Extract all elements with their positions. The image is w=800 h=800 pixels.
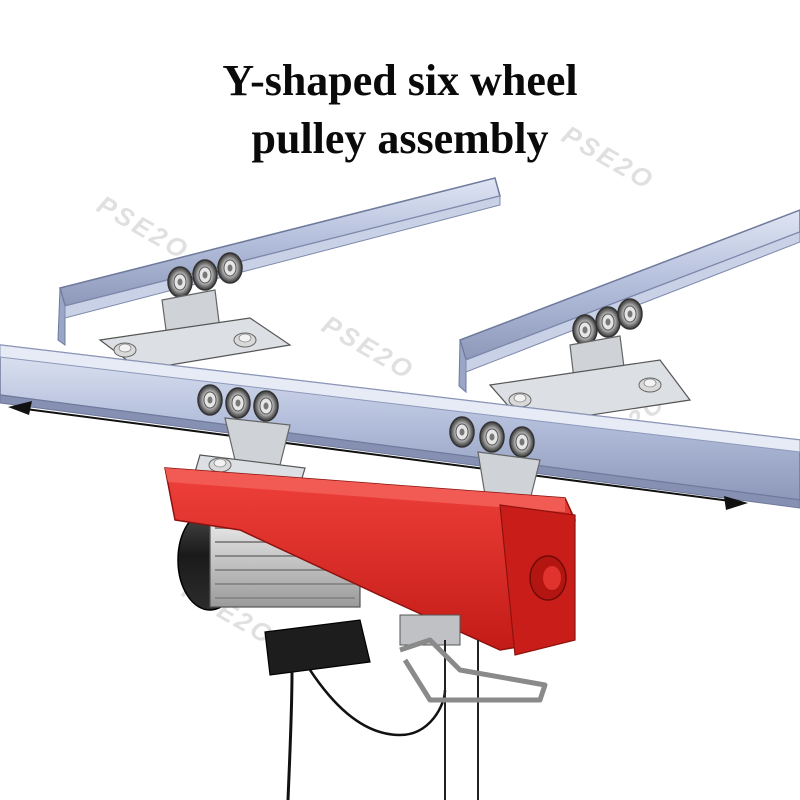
watermark-text: PSE2O	[317, 309, 420, 386]
trolley-back-left	[98, 252, 292, 371]
electric-hoist	[164, 467, 576, 800]
page-title: Y-shaped six wheel pulley assembly	[0, 52, 800, 168]
double-arrow-icon	[8, 401, 748, 510]
watermark-text: PSE2O	[92, 189, 195, 266]
hoist-control-box	[264, 614, 461, 676]
title-line-2: pulley assembly	[251, 114, 549, 163]
rail-front	[0, 344, 800, 509]
hoist-handle	[399, 637, 548, 703]
title-line-1: Y-shaped six wheel	[222, 56, 578, 105]
